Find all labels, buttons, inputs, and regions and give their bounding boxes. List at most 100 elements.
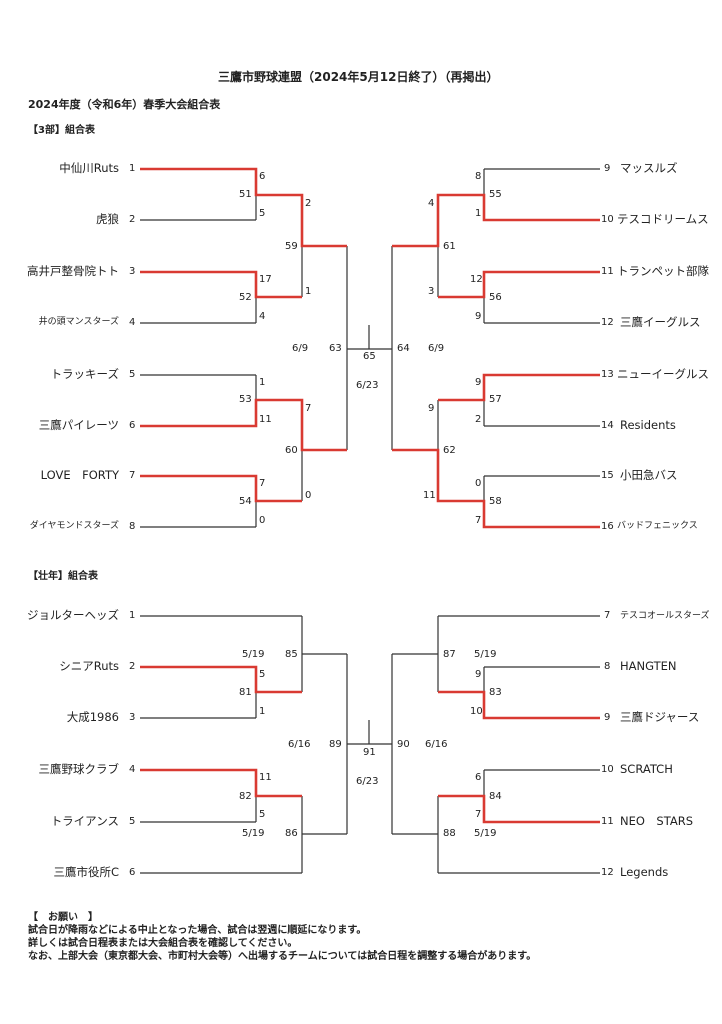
team-seed: 15 [601, 470, 614, 481]
notes-line: なお、上部大会（東京都大会、市町村大会等）へ出場するチームについては試合日程を調… [28, 951, 537, 962]
match-date: 5/19 [474, 649, 497, 660]
game-number: 63 [329, 343, 342, 354]
match-date: 6/23 [356, 776, 379, 787]
match-score: 5 [259, 208, 266, 219]
team-seed: 7 [604, 610, 611, 621]
page-subtitle: 2024年度（令和6年）春季大会組合表 [28, 98, 221, 111]
match-date: 5/19 [242, 649, 265, 660]
match-date: 6/9 [292, 343, 309, 354]
game-number: 60 [285, 445, 298, 456]
match-score: 7 [475, 809, 482, 820]
game-number: 54 [239, 496, 252, 507]
game-number: 81 [239, 687, 252, 698]
team-name: 三鷹パイレーツ [38, 418, 119, 432]
match-score: 9 [475, 311, 482, 322]
game-number: 86 [285, 828, 298, 839]
notes-line: 試合日が降雨などによる中止となった場合、試合は翌週に順延になります。 [28, 925, 367, 936]
team-seed: 12 [601, 317, 614, 328]
team-seed: 2 [129, 214, 136, 225]
team-name: テスコドリームス [617, 212, 709, 226]
team-seed: 16 [601, 521, 614, 532]
notes-block: 【 お願い 】 試合日が降雨などによる中止となった場合、試合は翌週に順延になりま… [28, 911, 536, 963]
match-score: 9 [475, 669, 482, 680]
match-score: 0 [305, 490, 312, 501]
match-date: 6/9 [428, 343, 445, 354]
match-score: 1 [305, 286, 312, 297]
game-number: 83 [489, 687, 502, 698]
match-score: 5 [259, 669, 266, 680]
game-number: 85 [285, 649, 298, 660]
match-score: 9 [475, 377, 482, 388]
team-seed: 3 [129, 712, 136, 723]
match-score: 0 [259, 515, 266, 526]
team-name: 井の頭マンスターズ [38, 317, 119, 327]
team-seed: 11 [601, 266, 614, 277]
team-name: バッドフェニックス [617, 521, 698, 531]
game-number: 90 [397, 739, 410, 750]
game-number: 62 [443, 445, 456, 456]
notes-line: 詳しくは試合日程表または大会組合表を確認してください。 [28, 938, 298, 949]
team-name: NEO STARS [620, 814, 694, 828]
match-score: 11 [259, 772, 272, 783]
team-name: トライアンス [50, 814, 119, 828]
match-score: 0 [475, 478, 482, 489]
match-score: 2 [305, 198, 312, 209]
match-score: 3 [428, 286, 435, 297]
team-name: 三鷹イーグルス [620, 315, 701, 329]
match-score: 4 [428, 198, 435, 209]
match-score: 12 [470, 274, 483, 285]
game-number: 59 [285, 241, 298, 252]
game-number: 87 [443, 649, 456, 660]
game-number: 88 [443, 828, 456, 839]
match-score: 4 [259, 311, 266, 322]
game-number: 56 [489, 292, 502, 303]
team-seed: 4 [129, 764, 136, 775]
team-seed: 6 [129, 420, 136, 431]
match-date: 5/19 [474, 828, 497, 839]
team-name: ジョルターヘッズ [27, 608, 119, 622]
page-title: 三鷹市野球連盟（2024年5月12日終了）（再掲出） [218, 70, 499, 84]
match-score: 7 [305, 403, 312, 414]
match-date: 6/23 [356, 380, 379, 391]
team-name: 三鷹ドジャース [620, 710, 700, 724]
team-seed: 1 [129, 610, 136, 621]
team-seed: 5 [129, 816, 136, 827]
team-seed: 6 [129, 867, 136, 878]
team-name: 虎狼 [96, 212, 119, 226]
game-number: 51 [239, 189, 252, 200]
match-score: 17 [259, 274, 272, 285]
match-score: 6 [475, 772, 482, 783]
match-score: 1 [259, 377, 266, 388]
game-number: 91 [363, 747, 376, 758]
team-seed: 5 [129, 369, 136, 380]
match-score: 5 [259, 809, 266, 820]
game-number: 52 [239, 292, 252, 303]
team-name: ニューイーグルス [617, 367, 709, 381]
team-seed: 10 [601, 764, 614, 775]
team-name: 中仙川Ruts [59, 161, 119, 175]
match-score: 9 [428, 403, 435, 414]
notes-heading: 【 お願い 】 [28, 912, 98, 923]
team-name: Legends [620, 865, 669, 879]
team-name: 三鷹市役所C [53, 865, 119, 879]
team-seed: 8 [604, 661, 611, 672]
match-score: 1 [475, 208, 482, 219]
team-name: 三鷹野球クラブ [38, 762, 120, 776]
match-score: 2 [475, 414, 482, 425]
game-number: 84 [489, 791, 502, 802]
team-seed: 3 [129, 266, 136, 277]
match-score: 7 [475, 515, 482, 526]
team-seed: 14 [601, 420, 614, 431]
team-name: テスコオールスターズ [620, 611, 710, 621]
game-number: 65 [363, 351, 376, 362]
match-score: 6 [259, 171, 266, 182]
game-number: 82 [239, 791, 252, 802]
team-name: トラッキーズ [50, 367, 119, 381]
team-seed: 8 [129, 521, 136, 532]
team-name: LOVE FORTY [40, 468, 119, 482]
game-number: 53 [239, 394, 252, 405]
team-seed: 4 [129, 317, 136, 328]
match-date: 6/16 [425, 739, 448, 750]
game-number: 58 [489, 496, 502, 507]
team-seed: 13 [601, 369, 614, 380]
